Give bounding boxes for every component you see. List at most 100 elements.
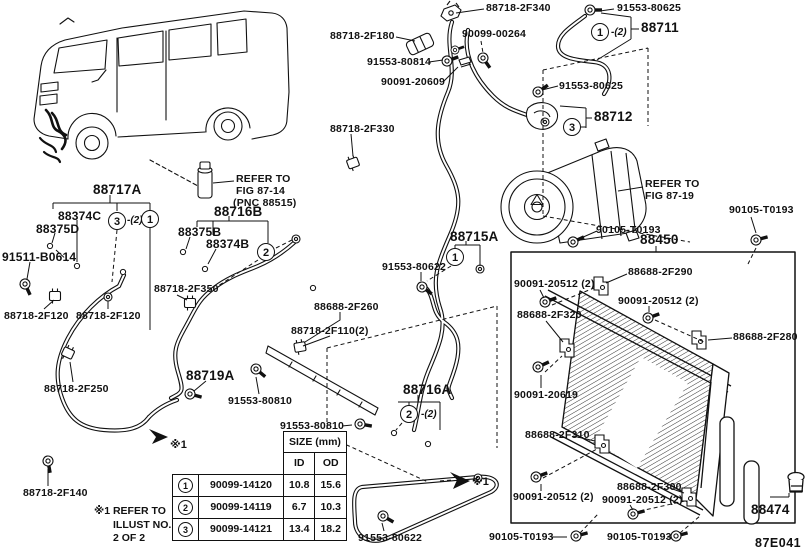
label-91553-80622-a[interactable]: 91553-80622 <box>382 261 447 273</box>
dashed-lines <box>55 40 757 534</box>
label-88688-2F290[interactable]: 88688-2F290 <box>628 266 693 278</box>
label-88450[interactable]: 88450 <box>640 232 679 247</box>
label-88715A[interactable]: 88715A <box>450 229 499 244</box>
callout-1-88717A: 1 <box>141 210 159 228</box>
label-88688-2F320[interactable]: 88688-2F320 <box>517 309 582 321</box>
compressor-illustration <box>500 102 647 244</box>
row1-part-number[interactable]: 90099-14120 <box>198 473 284 497</box>
callout-2-88716A: 2 <box>400 405 418 423</box>
row1-id: 10.8 <box>282 473 316 497</box>
label-88718-2F340[interactable]: 88718-2F340 <box>486 2 551 14</box>
row3-od: 18.2 <box>314 517 347 541</box>
refer-fig-87-19-line1: REFER TO <box>645 178 700 190</box>
qty-2-88717A: -(2) <box>127 215 143 226</box>
label-90091-20609[interactable]: 90091-20609 <box>381 76 446 88</box>
size-table-header-row: ID OD <box>173 452 347 475</box>
label-91553-80625-b[interactable]: 91553-80625 <box>559 80 624 92</box>
label-88688-2F310[interactable]: 88688-2F310 <box>525 429 590 441</box>
row1-callout: 1 <box>178 477 193 493</box>
row2-part-number[interactable]: 90099-14119 <box>198 495 284 519</box>
label-91553-80810-b[interactable]: 91553-80810 <box>280 420 345 432</box>
label-90105-T0193-b[interactable]: 90105-T0193 <box>729 204 794 216</box>
callout-3-88712: 3 <box>563 118 581 136</box>
label-90091-20512-c[interactable]: 90091-20512 (2) <box>513 491 594 503</box>
qty-2-88716A: -(2) <box>421 409 437 420</box>
refer-fig-87-19-line2: FIG 87-19 <box>645 190 695 202</box>
label-90105-T0193-a[interactable]: 90105-T0193 <box>596 224 661 236</box>
row3-part-number[interactable]: 90099-14121 <box>198 517 284 541</box>
label-88688-2F300[interactable]: 88688-2F300 <box>617 481 682 493</box>
callout-1-88711: 1 <box>591 23 609 41</box>
label-88718-2F350[interactable]: 88718-2F350 <box>154 283 219 295</box>
label-88718-2F180[interactable]: 88718-2F180 <box>330 30 395 42</box>
label-88374B[interactable]: 88374B <box>206 237 250 251</box>
label-88688-2F260[interactable]: 88688-2F260 <box>314 301 379 313</box>
label-88717A[interactable]: 88717A <box>93 182 142 197</box>
label-90091-20512-a[interactable]: 90091-20512 (2) <box>514 278 595 290</box>
refer-fig-87-14-line1: REFER TO <box>236 173 291 185</box>
van-illustration <box>33 10 290 187</box>
label-88718-2F250[interactable]: 88718-2F250 <box>44 383 109 395</box>
refer-fig-87-14-line2: FIG 87-14 <box>236 185 286 197</box>
label-88716A[interactable]: 88716A <box>403 382 452 397</box>
size-table-row-2[interactable]: 2 90099-14119 6.7 10.3 <box>172 495 347 519</box>
footnote-line1: ※1 REFER TO <box>94 505 166 517</box>
label-88374C[interactable]: 88374C <box>58 209 102 223</box>
label-91511-B0614[interactable]: 91511-B0614 <box>2 250 77 264</box>
label-88718-2F120-b[interactable]: 88718-2F120 <box>76 310 141 322</box>
label-91553-80810-a[interactable]: 91553-80810 <box>228 395 293 407</box>
label-91553-80814[interactable]: 91553-80814 <box>367 56 432 68</box>
charge-valve-88515 <box>197 161 213 199</box>
label-90099-00264[interactable]: 90099-00264 <box>462 28 527 40</box>
label-91553-80625-a[interactable]: 91553-80625 <box>617 2 682 14</box>
label-88688-2F280[interactable]: 88688-2F280 <box>733 331 798 343</box>
label-90091-20619[interactable]: 90091-20619 <box>514 389 579 401</box>
size-table-col-od: OD <box>314 452 347 475</box>
label-88716B[interactable]: 88716B <box>214 204 263 219</box>
footnote-line2: ILLUST NO. <box>113 518 172 531</box>
label-88375B[interactable]: 88375B <box>178 225 222 239</box>
label-90105-T0193-d[interactable]: 90105-T0193 <box>607 531 672 543</box>
callout-3-88717A: 3 <box>108 212 126 230</box>
size-table-title: SIZE (mm) <box>283 431 347 453</box>
nut-20609 <box>458 56 472 68</box>
cap-88474 <box>787 471 805 493</box>
label-88375D[interactable]: 88375D <box>36 222 80 236</box>
size-table: SIZE (mm) ID OD 1 90099-14120 10.8 15.6 … <box>172 431 347 541</box>
label-90091-20512-b[interactable]: 90091-20512 (2) <box>618 295 699 307</box>
callout-2-88716B: 2 <box>257 243 275 261</box>
label-88719A[interactable]: 88719A <box>186 368 235 383</box>
label-88711[interactable]: 88711 <box>641 20 679 35</box>
row2-od: 10.3 <box>314 495 347 519</box>
small-parts <box>16 0 771 544</box>
connector-2F340 <box>440 0 462 22</box>
label-90091-20512-d[interactable]: 90091-20512 (2) <box>602 494 683 506</box>
diagram-code: 87E041 <box>755 536 802 550</box>
size-table-row-1[interactable]: 1 90099-14120 10.8 15.6 <box>172 473 347 497</box>
pipes <box>55 13 612 543</box>
row3-callout: 3 <box>178 521 193 537</box>
label-88718-2F120-a[interactable]: 88718-2F120 <box>4 310 69 322</box>
row2-id: 6.7 <box>282 495 316 519</box>
ref-arrows <box>149 429 470 489</box>
size-table-row-3[interactable]: 3 90099-14121 13.4 18.2 <box>172 517 347 541</box>
size-table-title-row: SIZE (mm) <box>173 431 347 453</box>
label-88718-2F330[interactable]: 88718-2F330 <box>330 123 395 135</box>
qty-2-88711: -(2) <box>611 27 627 38</box>
leader-lines <box>26 8 790 538</box>
size-table-col-id: ID <box>282 452 316 475</box>
star1-marker-table: ※1 <box>170 439 187 451</box>
label-91553-80622-b[interactable]: 91553-80622 <box>358 532 423 544</box>
row3-id: 13.4 <box>282 517 316 541</box>
footnote-line3: 2 OF 2 <box>113 532 146 545</box>
footnote: ※1 REFER TO ILLUST NO. 2 OF 2 <box>94 505 171 546</box>
label-90105-T0193-c[interactable]: 90105-T0193 <box>489 531 554 543</box>
label-88718-2F140[interactable]: 88718-2F140 <box>23 487 88 499</box>
label-88718-2F110[interactable]: 88718-2F110(2) <box>291 325 369 337</box>
valve-2F180 <box>405 32 435 56</box>
label-88712[interactable]: 88712 <box>594 109 633 124</box>
star1-marker-pipe: ※1 <box>472 476 489 488</box>
label-88474[interactable]: 88474 <box>751 502 790 517</box>
